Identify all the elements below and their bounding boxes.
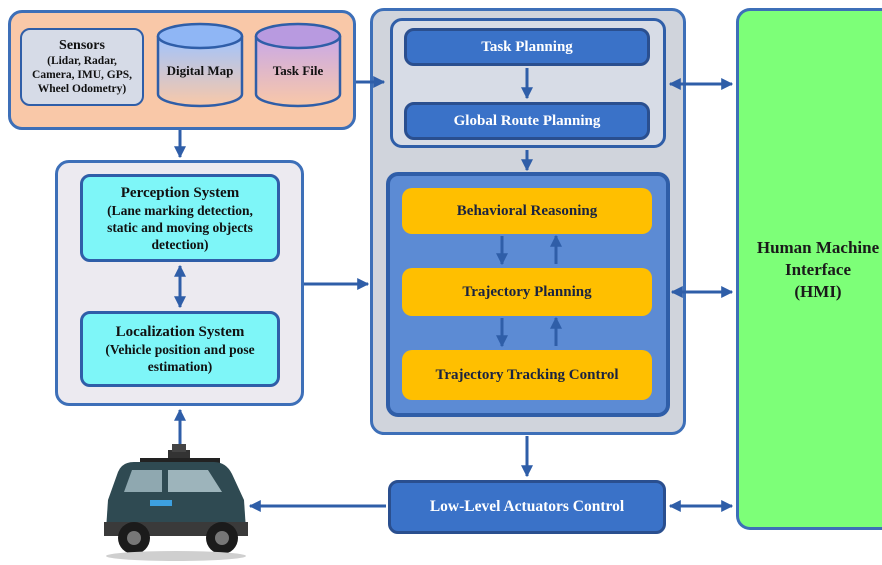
localization-system-box: Localization System (Vehicle position an… — [80, 311, 280, 387]
perception-line-1: (Lane marking detection, — [107, 202, 253, 218]
global-route-planning-box: Global Route Planning — [404, 102, 650, 140]
sensors-box: Sensors (Lidar, Radar, Camera, IMU, GPS,… — [20, 28, 144, 106]
low-level-actuators-control-box: Low-Level Actuators Control — [388, 480, 666, 534]
localization-title: Localization System — [115, 324, 245, 340]
trajectory-planning-box: Trajectory Planning — [402, 268, 652, 316]
task-planning-box: Task Planning — [404, 28, 650, 66]
localization-line-2: estimation) — [147, 359, 213, 374]
sensors-line-3: Wheel Odometry) — [37, 83, 127, 95]
trajectory-tracking-control-box: Trajectory Tracking Control — [402, 350, 652, 400]
sensors-line-1: (Lidar, Radar, — [47, 55, 117, 67]
localization-line-1: (Vehicle position and pose — [105, 342, 255, 357]
task-file-cylinder — [254, 22, 342, 108]
hmi-label: Human Machine Interface (HMI) — [738, 237, 882, 303]
behavioral-reasoning-box: Behavioral Reasoning — [402, 188, 652, 234]
perception-title: Perception System — [120, 184, 240, 201]
sensors-title: Sensors — [59, 38, 105, 53]
task-file-label: Task File — [272, 63, 324, 78]
perception-line-2: static and moving objects — [107, 219, 253, 235]
hmi-line-2: Interface — [784, 260, 852, 279]
digital-map-label: Digital Map — [166, 63, 234, 78]
perception-line-3: detection) — [151, 236, 209, 252]
perception-system-box: Perception System (Lane marking detectio… — [80, 174, 280, 262]
vehicle-illustration — [104, 444, 248, 561]
hmi-line-3: (HMI) — [794, 282, 842, 301]
digital-map-cylinder — [156, 22, 244, 108]
hmi-panel — [736, 8, 882, 530]
hmi-line-1: Human Machine — [756, 238, 880, 257]
sensors-line-2: Camera, IMU, GPS, — [32, 69, 132, 81]
